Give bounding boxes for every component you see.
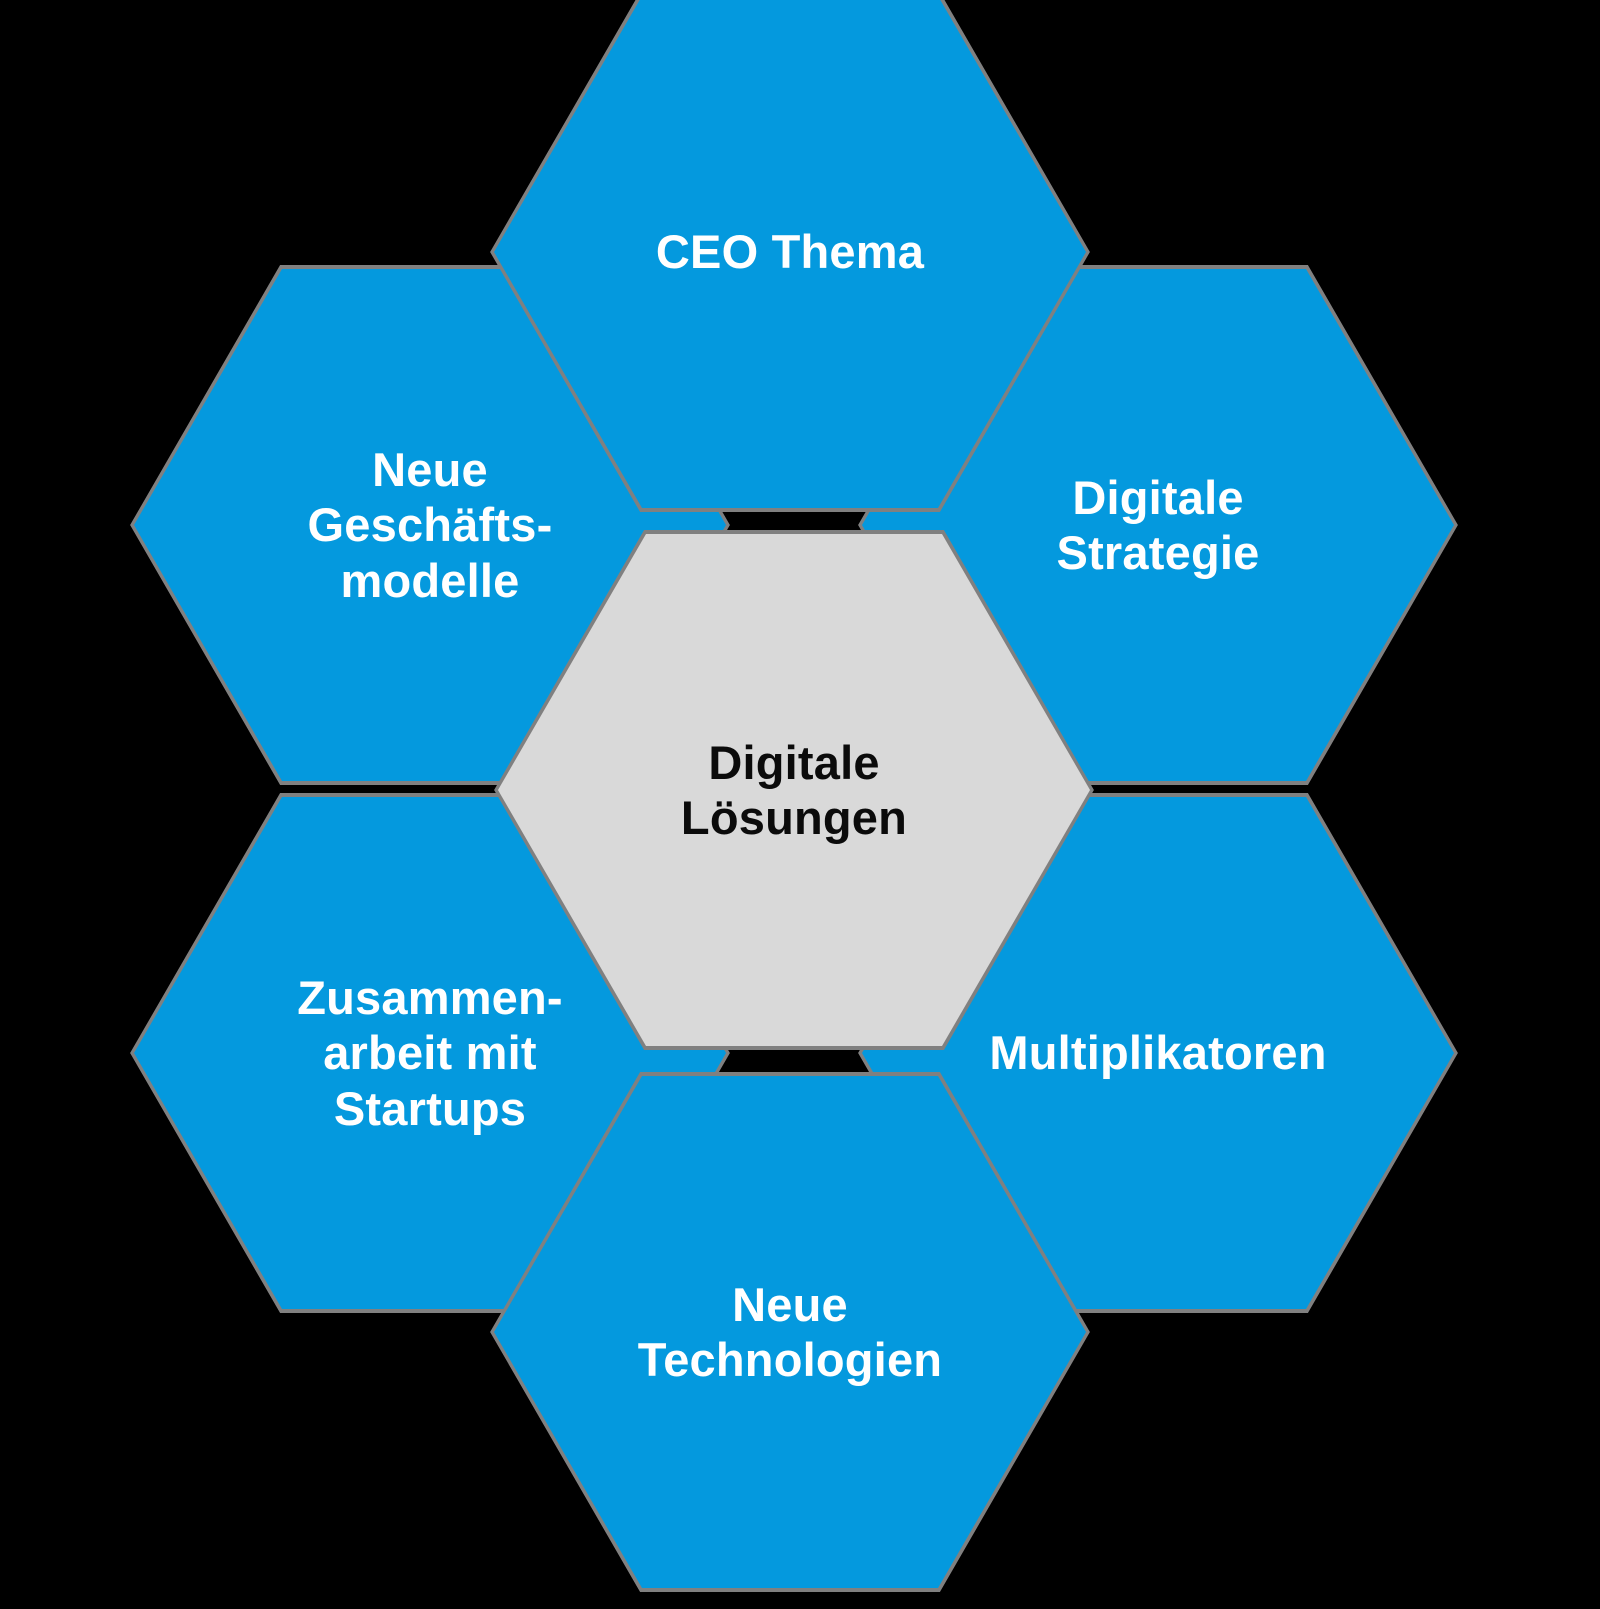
hex-label-digitale-strategie: Digitale Strategie [1056,470,1260,579]
hex-label-zusammenarbeit-mit-startups: Zusammen- arbeit mit Startups [297,970,563,1135]
hex-label-multiplikatoren: Multiplikatoren [989,1026,1327,1080]
hex-fill: Digitale Lösungen [498,534,1090,1046]
hex-label-digitale-loesungen: Digitale Lösungen [680,735,908,844]
hex-label-ceo-thema: CEO Thema [655,225,925,279]
hex-node-center-digitale-loesungen[interactable]: Digitale Lösungen [494,530,1094,1050]
hex-label-neue-geschaeftsmodelle: Neue Geschäfts- modelle [307,442,553,607]
hex-fill: Neue Technologien [494,1076,1086,1588]
hex-label-neue-technologien: Neue Technologien [637,1277,943,1386]
